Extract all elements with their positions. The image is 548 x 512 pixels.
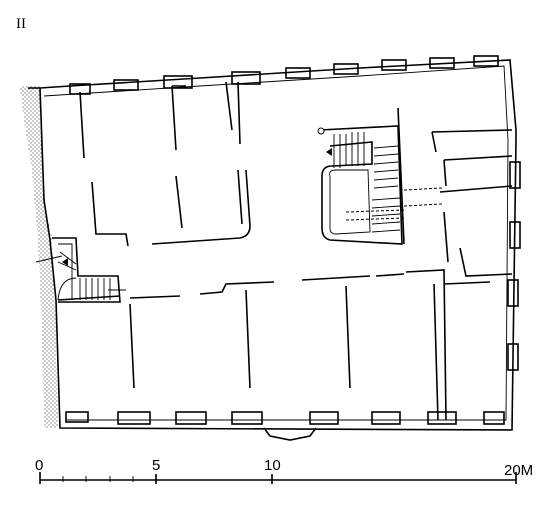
- exterior-wall-inner-line: [43, 65, 509, 421]
- scale-bar: 0 5 10 20M: [35, 457, 533, 484]
- bottom-window-piers: [65, 411, 505, 441]
- scale-label-10: 10: [264, 457, 281, 474]
- interior-partitions-south: [57, 283, 439, 421]
- adjacent-wall-hatching: [20, 86, 58, 428]
- interior-partitions-east: [397, 107, 513, 421]
- exterior-wall-outline: [28, 59, 517, 431]
- floor-number-label: II: [16, 16, 26, 32]
- top-window-piers: [69, 55, 499, 95]
- scale-label-5: 5: [152, 457, 160, 474]
- interior-partitions-north: [79, 81, 251, 247]
- stair-treads-lower: [345, 197, 405, 233]
- scale-label-20m: 20M: [504, 462, 533, 479]
- right-window-piers: [507, 161, 521, 371]
- main-staircase: [317, 125, 405, 245]
- stair-treads-upper: [333, 132, 399, 189]
- secondary-staircase: [35, 237, 126, 303]
- corridor-walls: [129, 273, 491, 299]
- scale-label-0: 0: [35, 457, 43, 474]
